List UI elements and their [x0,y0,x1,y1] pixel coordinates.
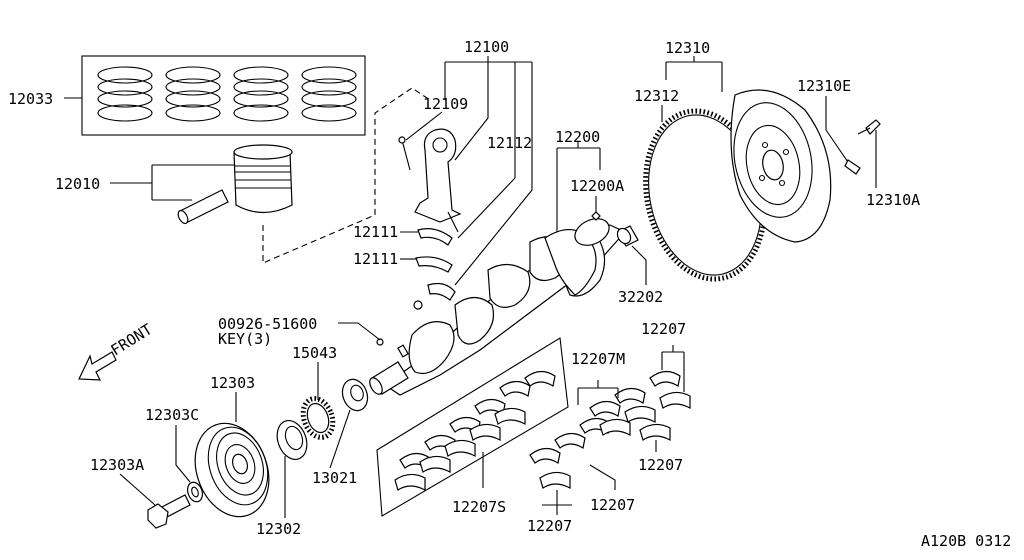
piston-ring-stack [97,66,357,122]
rod-bolt [401,139,411,171]
label-12310A: 12310A [866,191,920,209]
bearing-shells-12207M [589,387,656,436]
label-12303C: 12303C [145,406,199,424]
front-parts-group: 12303 12303C 12303A 12302 15043 13021 [90,344,369,538]
label-12111-lower: 12111 [353,250,398,268]
front-label: FRONT [108,320,156,359]
label-12207-top-right: 12207 [641,320,686,338]
label-12010: 12010 [55,175,100,193]
piston-crown [233,144,293,160]
crank-web-2 [454,296,495,345]
oil-pump-drive-spacer [341,378,369,412]
crankshaft-group: 12200 12200A 32202 00926-51600 KEY(3) [218,128,663,396]
piston-ring-set-frame [81,55,366,136]
piston-ring-set-group: 12033 [8,55,366,136]
label-12200A: 12200A [570,177,624,195]
bearing-shells-lower-row [394,407,526,491]
connecting-rod-group: 12100 12109 12112 12111 12111 [353,38,533,310]
pulley-bolt-head [147,503,169,529]
label-12100: 12100 [464,38,509,56]
rod-nut [413,300,423,310]
label-32202: 32202 [618,288,663,306]
crank-counterweight [544,228,597,296]
piston-body [233,151,293,214]
label-12111-upper: 12111 [353,223,398,241]
label-15043: 15043 [292,344,337,362]
diagram-code: A120B 0312 [921,532,1011,550]
flywheel-dowel-pin [844,159,861,175]
assembly-guide-dashed [262,87,431,264]
label-key-qty: KEY(3) [218,330,272,348]
flywheel-hub [762,149,784,181]
crank-rear-flange [574,218,610,246]
main-bearings-group: 12207S 12207 12207 12207M [376,320,691,535]
rod-bearing-upper [417,228,453,246]
bearing-shells-loose-lower [529,417,611,489]
front-direction-indicator: FRONT [78,320,156,381]
front-arrow-icon [78,351,117,381]
connecting-rod [414,128,462,223]
crank-web-1 [408,321,455,375]
label-12207S: 12207S [452,498,506,516]
pulley-washer [186,481,204,503]
label-12207-right-mid: 12207 [638,456,683,474]
label-12112: 12112 [487,134,532,152]
crank-plug [591,211,601,221]
bearing-shell-right-mid [639,423,671,441]
label-12207-bottom: 12207 [527,517,572,535]
woodruff-key [397,344,409,358]
label-12033: 12033 [8,90,53,108]
label-12312: 12312 [634,87,679,105]
label-12207-lower-mid: 12207 [590,496,635,514]
label-12207M: 12207M [571,350,625,368]
main-bearing-kit-frame [376,337,569,517]
label-12302: 12302 [256,520,301,538]
label-12303A: 12303A [90,456,144,474]
label-12200: 12200 [555,128,600,146]
crank-sprocket [300,396,336,440]
label-12109: 12109 [423,95,468,113]
crank-web-3 [487,263,531,308]
flywheel-bolt [865,119,881,135]
rod-cap [427,282,456,301]
label-00926-51600: 00926-51600 [218,315,317,333]
flywheel-group: 12310 12312 12310E 12310A [634,39,920,282]
piston-group: 12010 [55,144,293,225]
crank-pulley [194,422,270,518]
bearing-shells-right-top [649,370,691,409]
label-12310: 12310 [665,39,710,57]
rod-bearing-lower [415,256,453,273]
label-13021: 13021 [312,469,357,487]
label-12310E: 12310E [797,77,851,95]
label-12303: 12303 [210,374,255,392]
